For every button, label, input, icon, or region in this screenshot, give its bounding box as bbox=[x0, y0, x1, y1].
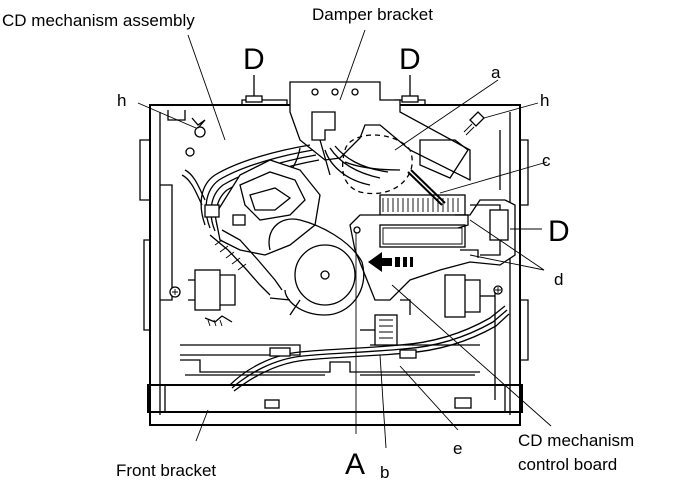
pickup-mechanism bbox=[181, 159, 321, 296]
label-d-top-left: D bbox=[243, 43, 265, 76]
damper-bracket bbox=[289, 81, 471, 182]
control-board bbox=[349, 199, 516, 301]
label-damper-bracket: Damper bracket bbox=[312, 5, 433, 24]
label-front-bracket: Front bracket bbox=[116, 461, 216, 480]
labels: CD mechanism assembly Damper bracket D D… bbox=[2, 5, 634, 480]
label-a: a bbox=[491, 63, 501, 82]
label-cd-mechanism-assembly: CD mechanism assembly bbox=[2, 11, 195, 30]
label-h-right: h bbox=[540, 91, 549, 110]
screw-h-right bbox=[463, 111, 485, 136]
screw-h-left bbox=[185, 117, 206, 157]
top-tabs bbox=[245, 75, 419, 103]
connector-c bbox=[379, 169, 466, 216]
label-e: e bbox=[453, 439, 462, 458]
label-d-top-right: D bbox=[399, 43, 421, 76]
label-cd-mechanism-control-board-1: CD mechanism bbox=[518, 431, 634, 450]
wire-harness-lower bbox=[229, 299, 510, 392]
label-h-left: h bbox=[117, 91, 126, 110]
label-big-a: A bbox=[345, 448, 365, 480]
front-bracket bbox=[147, 344, 523, 413]
label-cd-mechanism-control-board-2: control board bbox=[518, 455, 617, 474]
right-motor bbox=[444, 274, 495, 318]
spindle-motor bbox=[268, 218, 365, 316]
direction-arrow bbox=[368, 252, 413, 272]
label-d-small: d bbox=[554, 270, 563, 289]
left-motor bbox=[169, 269, 236, 327]
label-c: c bbox=[542, 151, 551, 170]
label-d-right: D bbox=[548, 215, 570, 248]
leader-lines bbox=[137, 29, 552, 449]
label-b: b bbox=[380, 463, 389, 480]
